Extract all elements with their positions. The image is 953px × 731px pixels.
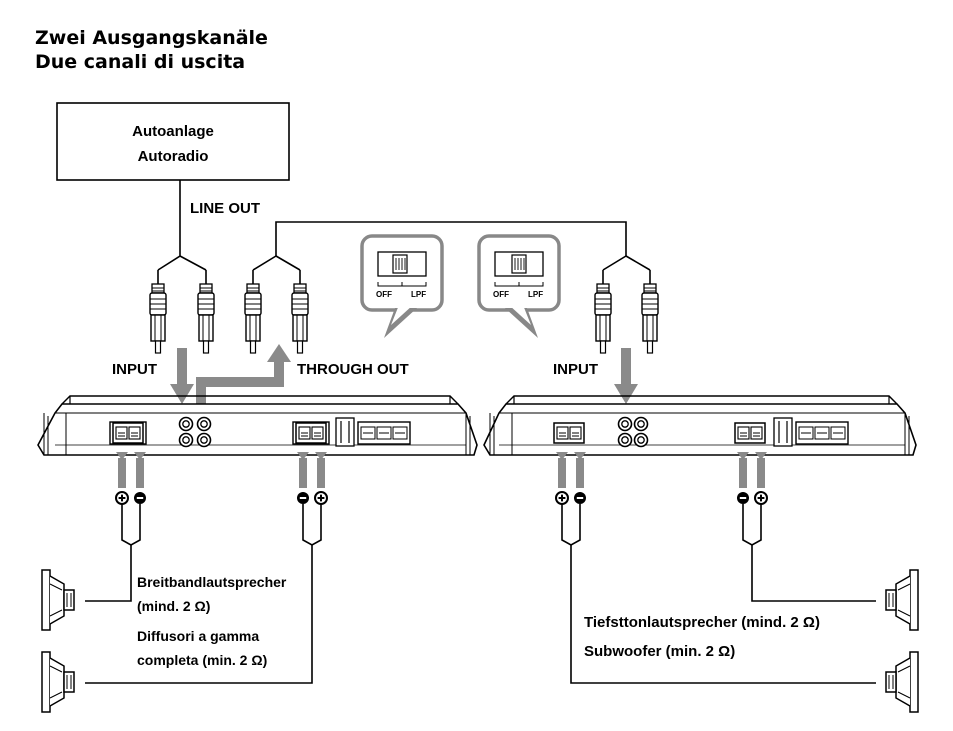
fullrange-label-italian-1: Diffusori a gamma (137, 628, 259, 644)
minus-terminal-icon (736, 491, 750, 505)
minus-terminal-icon (296, 491, 310, 505)
input-label-left: INPUT (112, 361, 157, 378)
fullrange-label-german-1: Breitbandlautsprecher (137, 574, 287, 590)
rca-plug-right-2 (641, 283, 659, 354)
through-out-cable (252, 221, 651, 284)
plus-terminal-icon (314, 491, 328, 505)
speaker-wires (85, 504, 876, 684)
car-audio-source-box: Autoanlage Autoradio (56, 102, 290, 181)
rca-plug-left-2 (197, 283, 215, 354)
speaker-fullrange-1 (41, 569, 75, 631)
speaker-arrows (116, 452, 767, 488)
through-out-arrow (196, 344, 291, 406)
lpf-switch-callout-right: OFF LPF (477, 234, 561, 338)
subwoofer-label-german: Tiefsttonlautsprecher (mind. 2 Ω) (584, 614, 820, 631)
through-out-label: THROUGH OUT (297, 361, 409, 378)
input-label-right: INPUT (553, 361, 598, 378)
switch-lpf-label-right: LPF (528, 290, 543, 299)
switch-lpf-label-left: LPF (411, 290, 426, 299)
plus-terminal-icon (555, 491, 569, 505)
rca-plug-through-2 (291, 283, 309, 354)
switch-off-label-right: OFF (493, 290, 509, 299)
plus-terminal-icon (754, 491, 768, 505)
amplifier-left (37, 395, 478, 456)
switch-off-label-left: OFF (376, 290, 392, 299)
amplifier-right (483, 395, 917, 456)
speaker-fullrange-2 (41, 651, 75, 713)
minus-terminal-icon (573, 491, 587, 505)
heading-italian: Due canali di uscita (35, 51, 246, 73)
input-arrow-right (614, 348, 638, 404)
rca-plug-left-1 (149, 283, 167, 354)
fullrange-label-italian-2: completa (min. 2 Ω) (137, 652, 267, 668)
source-box-label-italian: Autoradio (138, 148, 209, 165)
heading-german: Zwei Ausgangskanäle (35, 27, 268, 49)
line-out-label: LINE OUT (190, 200, 260, 217)
rca-plug-through-1 (244, 283, 262, 354)
page-heading: Zwei Ausgangskanäle Due canali di uscita (35, 26, 268, 74)
fullrange-label-german-2: (mind. 2 Ω) (137, 598, 210, 614)
rca-plug-right-1 (594, 283, 612, 354)
subwoofer-speaker-1 (885, 569, 919, 631)
minus-terminal-icon (133, 491, 147, 505)
input-arrow-left (170, 348, 194, 404)
subwoofer-label-italian: Subwoofer (min. 2 Ω) (584, 643, 735, 660)
source-box-label-german: Autoanlage (132, 123, 214, 140)
line-out-cable (157, 180, 207, 284)
plus-terminal-icon (115, 491, 129, 505)
lpf-switch-callout-left: OFF LPF (360, 234, 444, 338)
subwoofer-speaker-2 (885, 651, 919, 713)
